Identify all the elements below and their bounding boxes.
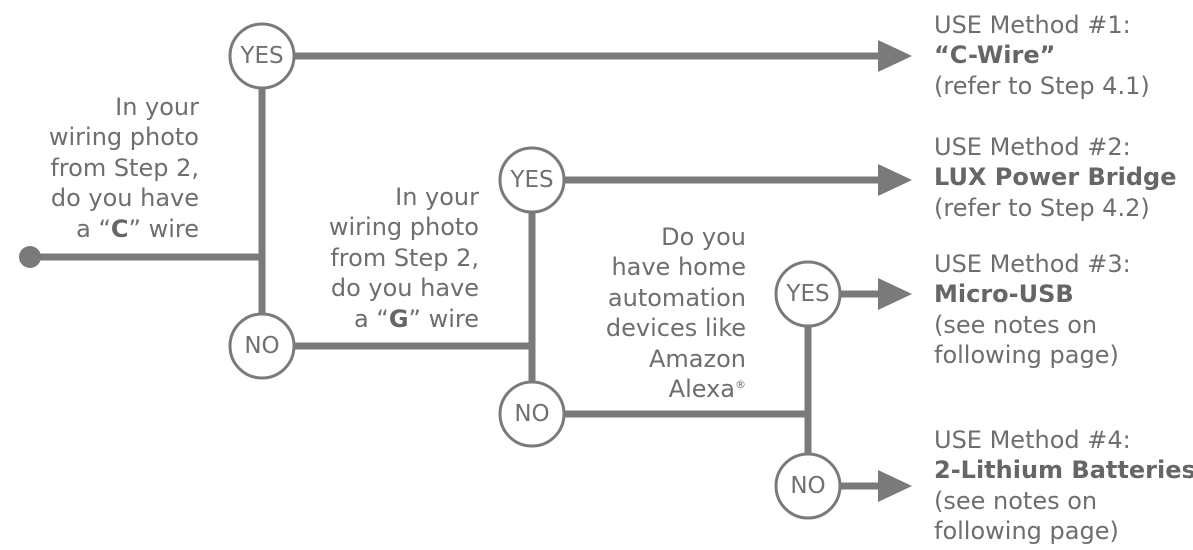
result-heading: USE Method #1: — [934, 11, 1131, 39]
result-name-text: 2-Lithium Batteries — [934, 456, 1193, 485]
result-heading: USE Method #4: — [934, 426, 1131, 454]
question-line: a “G” wire — [329, 304, 479, 334]
question-line: Amazon — [649, 344, 746, 373]
result-note: (see notes on — [934, 486, 1098, 515]
question-line: In your — [395, 183, 479, 211]
result-name-text: “C-Wire” — [934, 41, 1056, 70]
result-note: (see notes on — [934, 310, 1098, 339]
result-name-text: LUX Power Bridge — [934, 163, 1177, 192]
start-dot — [19, 246, 41, 268]
question-line: a “C” wire — [49, 214, 199, 244]
question-line: have home — [611, 253, 746, 282]
result-note: following page) — [934, 517, 1119, 546]
arrowhead-result-4 — [878, 470, 912, 502]
wire-letter-c: C — [110, 214, 129, 243]
result-method-3: USE Method #3: Micro-USB (see notes on f… — [934, 249, 1131, 371]
question-g-wire: In your wiring photo from Step 2, do you… — [329, 182, 479, 334]
arrowhead-result-1 — [878, 40, 912, 72]
yes-node-2 — [498, 146, 566, 214]
result-name: “C-Wire” — [934, 40, 1150, 70]
yes-node-3 — [774, 260, 842, 328]
result-note: (refer to Step 4.1) — [934, 71, 1150, 100]
question-line: Do you — [661, 223, 746, 251]
question-line: from Step 2, — [330, 243, 479, 272]
result-name: Micro-USB — [934, 279, 1131, 309]
question-line: from Step 2, — [50, 153, 199, 182]
result-name: LUX Power Bridge — [934, 162, 1177, 192]
result-method-2: USE Method #2: LUX Power Bridge (refer t… — [934, 132, 1177, 223]
result-name-text: Micro-USB — [934, 280, 1074, 309]
question-line: wiring photo — [48, 123, 199, 152]
question-text: Alexa — [668, 375, 735, 404]
question-text: ” wire — [128, 214, 199, 243]
question-c-wire: In your wiring photo from Step 2, do you… — [49, 92, 199, 244]
no-node-1-label: NO — [244, 333, 279, 359]
question-line: do you have — [50, 184, 199, 213]
arrowhead-result-3 — [878, 278, 912, 310]
question-line: Alexa® — [606, 374, 746, 404]
question-text: a “ — [354, 304, 389, 333]
yes-node-2-label: YES — [509, 167, 553, 193]
question-line: In your — [115, 93, 199, 121]
yes-node-3-label: YES — [785, 281, 829, 307]
result-note: (refer to Step 4.2) — [934, 193, 1150, 222]
result-method-1: USE Method #1: “C-Wire” (refer to Step 4… — [934, 10, 1150, 101]
result-method-4: USE Method #4: 2-Lithium Batteries (see … — [934, 425, 1193, 547]
question-line: automation — [607, 283, 746, 312]
question-line: devices like — [605, 314, 746, 343]
arrowhead-result-2 — [878, 164, 912, 196]
no-node-3 — [774, 452, 842, 520]
wire-letter-g: G — [388, 304, 409, 333]
no-node-3-label: NO — [790, 473, 825, 499]
question-line: wiring photo — [328, 213, 479, 242]
result-name: 2-Lithium Batteries — [934, 455, 1193, 485]
no-node-1 — [228, 312, 296, 380]
question-line: do you have — [330, 274, 479, 303]
result-note: following page) — [934, 341, 1119, 370]
result-heading: USE Method #3: — [934, 250, 1131, 278]
no-node-2 — [498, 380, 566, 448]
no-node-2-label: NO — [514, 401, 549, 427]
question-text: a “ — [76, 214, 111, 243]
question-text: ” wire — [408, 304, 479, 333]
yes-node-1 — [228, 22, 296, 90]
registered-mark: ® — [735, 378, 746, 392]
yes-node-1-label: YES — [239, 43, 283, 69]
result-heading: USE Method #2: — [934, 133, 1131, 161]
question-home-automation: Do you have home automation devices like… — [606, 222, 746, 404]
